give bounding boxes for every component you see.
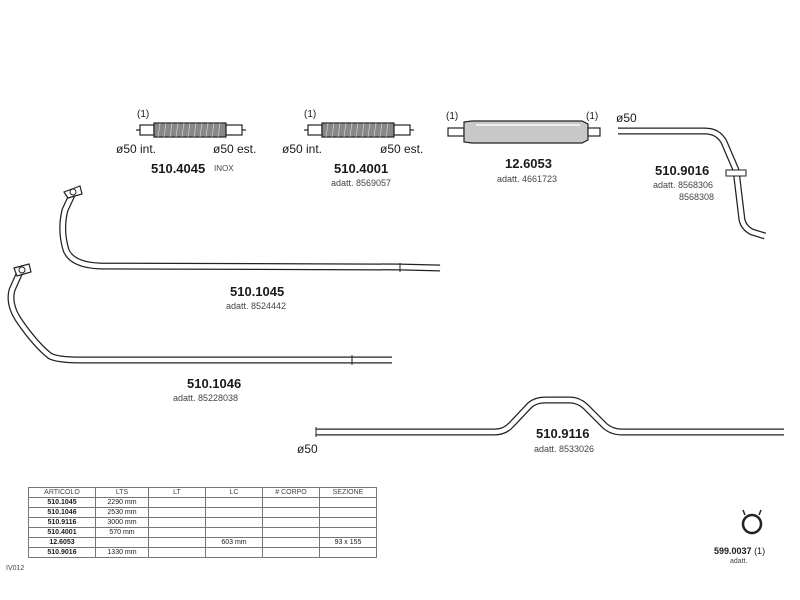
cell [319, 527, 377, 538]
diameter-est-label: ø50 est. [213, 142, 257, 156]
cell [205, 497, 263, 508]
cell [148, 517, 206, 528]
cell: 1330 mm [95, 547, 149, 558]
cell: 510.9016 [28, 547, 96, 558]
table-row: 510.1045 2290 mm [28, 497, 377, 508]
cell [205, 517, 263, 528]
adaptation-ref: adatt. 8524442 [226, 301, 287, 311]
cell [262, 527, 320, 538]
col-header: ARTICOLO [28, 487, 96, 498]
cell [262, 497, 320, 508]
cell: 3000 mm [95, 517, 149, 528]
clamp-label: 599.0037 (1) [714, 546, 765, 556]
cell [205, 527, 263, 538]
cell: 510.1045 [28, 497, 96, 508]
cell [262, 517, 320, 528]
cell: 510.4001 [28, 527, 96, 538]
cell [319, 497, 377, 508]
cell [262, 507, 320, 518]
cell [148, 497, 206, 508]
cell [205, 507, 263, 518]
front-pipe-510-1045 [59, 185, 441, 272]
cell [148, 507, 206, 518]
table-row: 510.9016 1330 mm [28, 547, 377, 558]
table-row: 12.6053 603 mm 93 x 155 [28, 537, 377, 548]
ref-note-right: (1) [586, 111, 599, 122]
col-header: LT [148, 487, 206, 498]
ref-note: (1) [754, 546, 766, 556]
part-code: 510.9116 [536, 426, 590, 441]
adaptation-ref: adatt. 8569057 [331, 178, 392, 188]
part-code: 12.6053 [505, 156, 552, 171]
adaptation-ref: adatt. 4661723 [497, 174, 558, 184]
cell [95, 537, 149, 548]
col-header: # CORPO [262, 487, 320, 498]
cell [148, 527, 206, 538]
table-row: 510.4001 570 mm [28, 527, 377, 538]
col-header: LC [205, 487, 263, 498]
cell [205, 547, 263, 558]
silencer-12-6053 [447, 120, 601, 144]
cell: 12.6053 [28, 537, 96, 548]
cell [262, 537, 320, 548]
part-code: 510.1045 [230, 284, 285, 299]
table-row: 510.9116 3000 mm [28, 517, 377, 528]
cell [262, 547, 320, 558]
cell [148, 547, 206, 558]
col-header: LTS [95, 487, 149, 498]
intermediate-pipe-510-9116 [315, 396, 784, 437]
col-header: SEZIONE [319, 487, 377, 498]
part-code: 510.1046 [187, 376, 242, 391]
cell [319, 507, 377, 518]
adaptation-ref: adatt. 85228038 [173, 393, 239, 403]
cell: 2530 mm [95, 507, 149, 518]
material-note: INOX [214, 164, 234, 173]
adaptation-ref: adatt. 8568306 [653, 180, 714, 190]
cell: 570 mm [95, 527, 149, 538]
adaptation-ref-2: 8568308 [679, 192, 715, 202]
cell: 510.1046 [28, 507, 96, 518]
spec-table: ARTICOLO LTS LT LC # CORPO SEZIONE 510.1… [28, 487, 377, 558]
cell [148, 537, 206, 548]
flex-pipe-510-4001 [304, 122, 414, 138]
part-code: 510.9016 [655, 163, 710, 178]
cell [319, 547, 377, 558]
table-side-label: IV012 [6, 565, 25, 572]
ref-note: (1) [304, 109, 317, 120]
cell: 2290 mm [95, 497, 149, 508]
cell: 603 mm [205, 537, 263, 548]
part-code: 599.0037 [714, 546, 752, 556]
tailpipe-510-9016 [618, 127, 767, 240]
table-row: 510.1046 2530 mm [28, 507, 377, 518]
cell: 510.9116 [28, 517, 96, 528]
diameter-int-label: ø50 int. [282, 142, 323, 156]
diameter-int-label: ø50 int. [116, 142, 157, 156]
adaptation-ref: adatt. 8533026 [534, 444, 595, 454]
cell: 93 x 155 [319, 537, 377, 548]
adaptation-ref: adatt. [730, 558, 748, 565]
diameter-est-label: ø50 est. [380, 142, 424, 156]
part-code: 510.4045 [151, 161, 206, 176]
clamp-599-0037 [741, 509, 763, 535]
ref-note: (1) [137, 109, 150, 120]
ref-note-left: (1) [446, 111, 459, 122]
part-code: 510.4001 [334, 161, 389, 176]
table-header-row: ARTICOLO LTS LT LC # CORPO SEZIONE [28, 487, 377, 498]
diameter-label: ø50 [616, 111, 637, 125]
front-pipe-510-1046 [7, 263, 392, 365]
cell [319, 517, 377, 528]
flex-pipe-510-4045 [136, 122, 246, 138]
diameter-label: ø50 [297, 442, 318, 456]
